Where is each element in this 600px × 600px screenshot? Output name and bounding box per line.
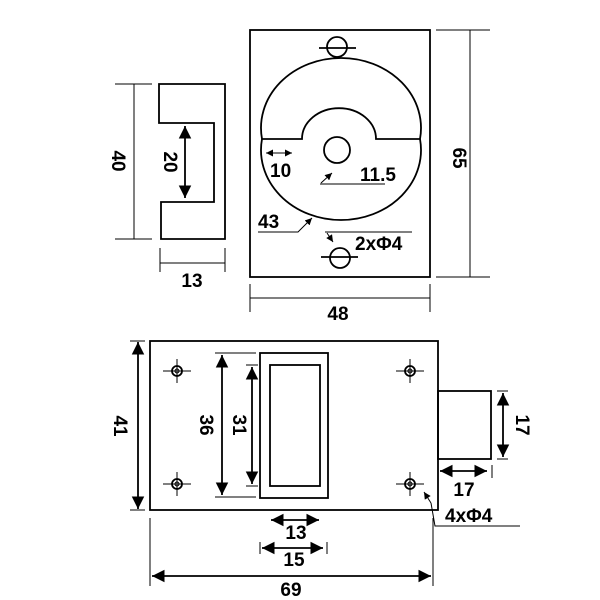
dim-window-inner: 31 [228,414,249,436]
lock-body-view: 41 36 31 17 17 4xΦ4 13 15 69 [109,340,532,600]
dim-body-holes: 4xΦ4 [445,506,493,527]
dim-window-outer: 36 [195,414,216,435]
screw-hole-marks [163,359,424,496]
dim-side-width: 13 [181,271,202,292]
dim-bolt-height: 17 [511,414,532,435]
dim-window-inner-width: 13 [285,523,306,544]
dim-circle: 43 [258,212,279,233]
dim-slot-width: 10 [270,161,291,182]
dim-side-slot: 20 [159,151,180,172]
dim-plate-height: 65 [448,147,469,169]
side-view: 40 20 13 [107,83,226,292]
dim-window-outer-width: 15 [283,550,305,571]
dim-body-height: 41 [109,415,130,437]
front-plate-view: 10 11.5 43 2xΦ4 65 48 [249,29,490,325]
dim-plate-width: 48 [327,304,348,325]
dim-bolt-length: 17 [453,480,474,501]
dim-center-hole: 11.5 [360,165,396,186]
dim-side-height: 40 [107,150,128,171]
dim-body-length: 69 [280,580,301,600]
dim-plate-holes: 2xΦ4 [355,234,403,255]
